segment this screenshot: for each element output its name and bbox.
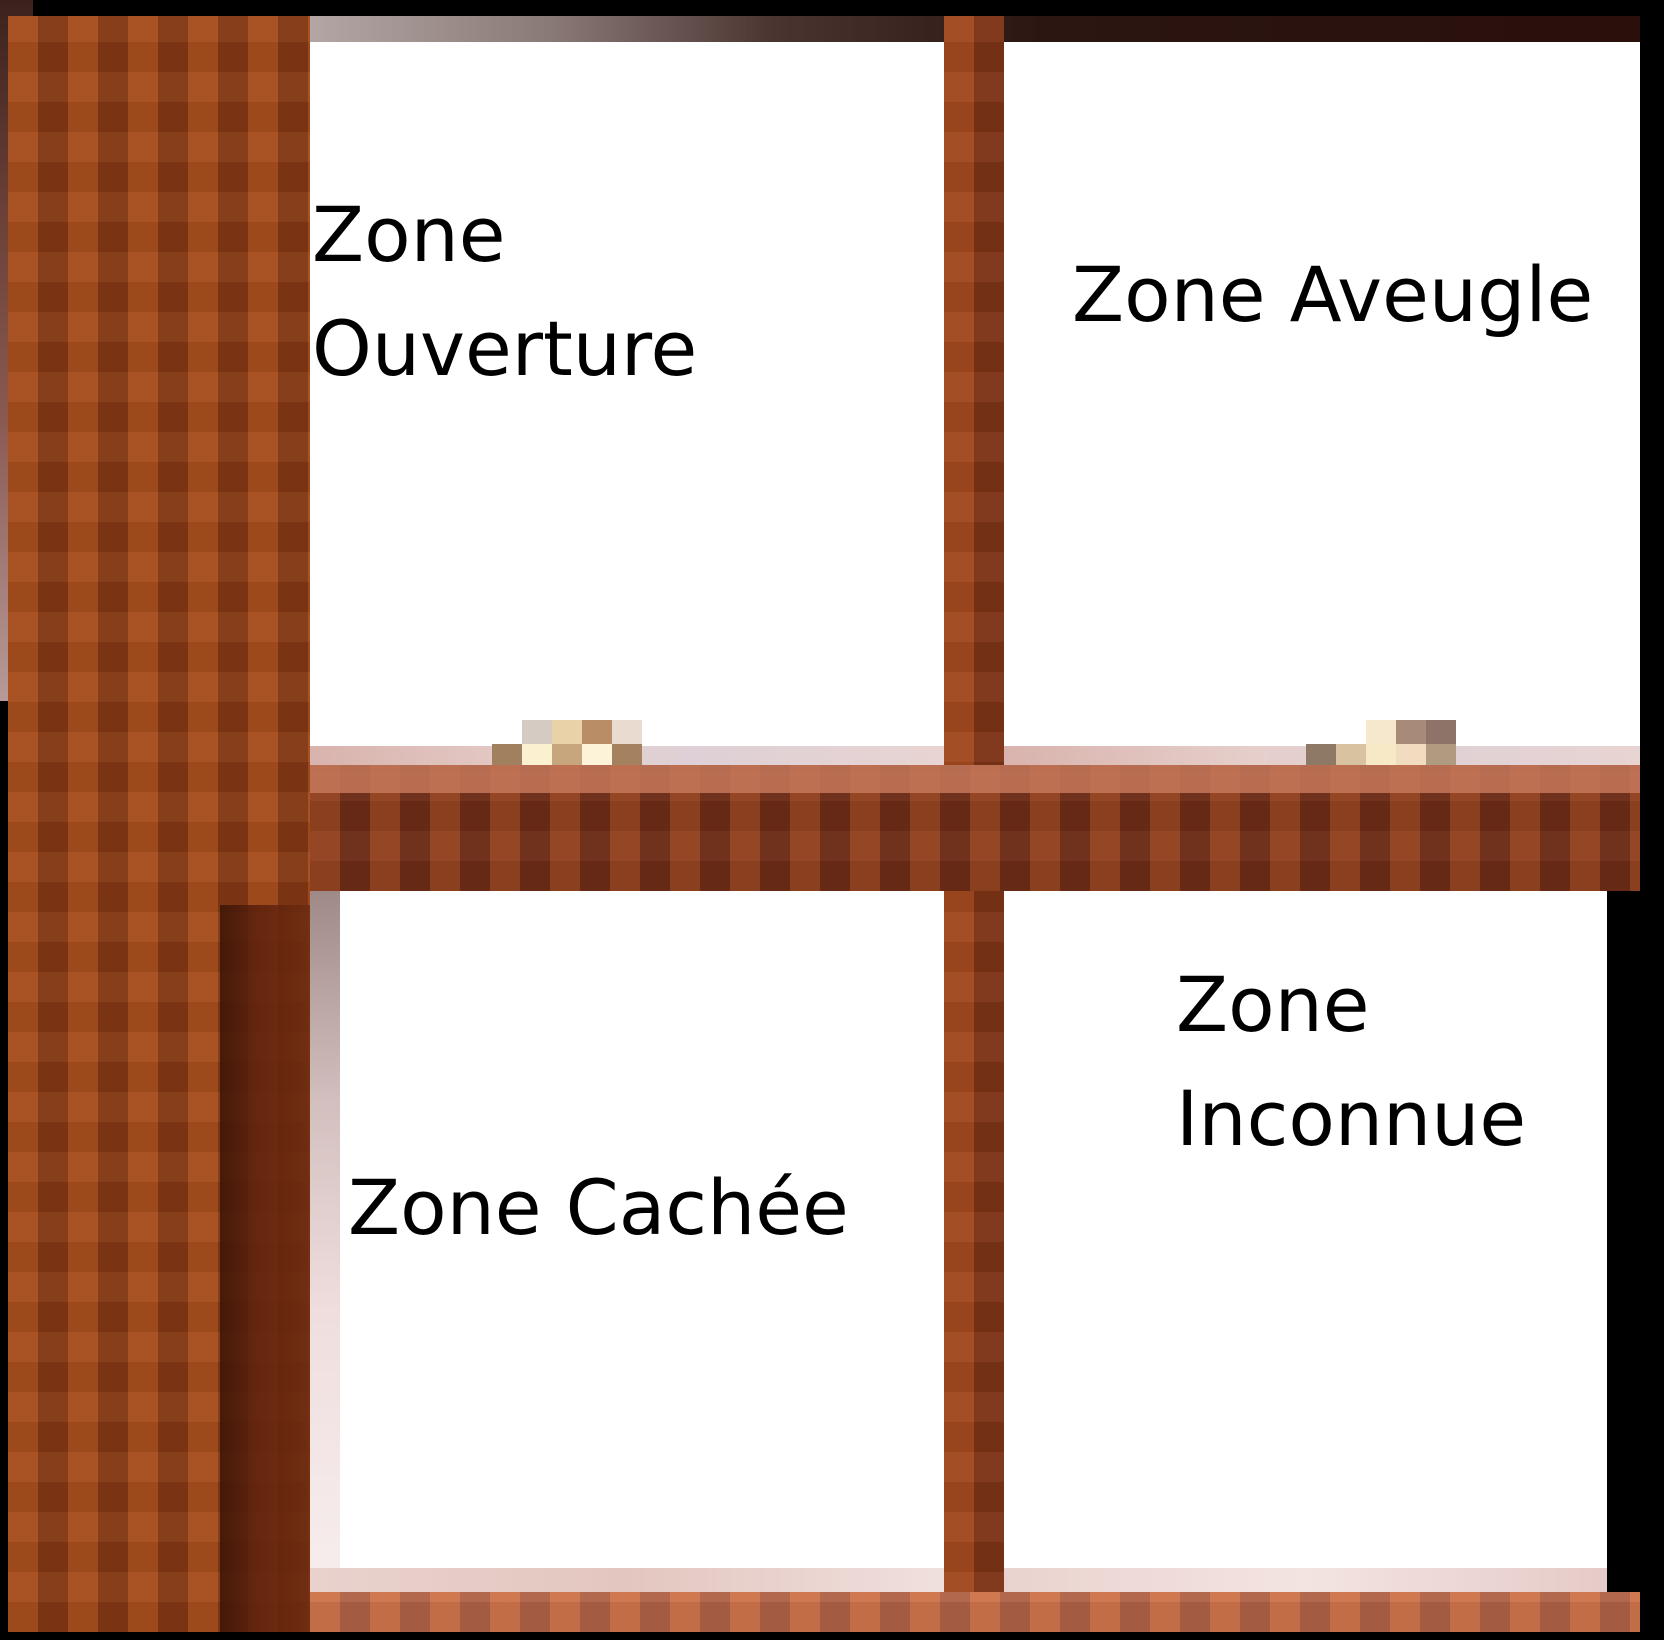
- zone-ouverture-label: Zone Ouverture: [312, 190, 698, 393]
- zone-aveugle-label: Zone Aveugle: [1072, 250, 1594, 339]
- pane-bottom-right: [1004, 891, 1607, 1592]
- window-frame-center-horizontal-edge: [310, 765, 1640, 793]
- sill-bottom-left: [310, 1568, 944, 1592]
- pane-bottom-left-edge: [310, 891, 340, 1592]
- sill-bottom-right: [1004, 1568, 1607, 1592]
- zone-inconnue-label: Zone Inconnue: [1176, 960, 1527, 1163]
- window-frame-bottom: [310, 1592, 1640, 1632]
- pane-top-left: [310, 42, 944, 746]
- window-frame-left-shadow: [220, 905, 310, 1632]
- zone-cachee-label: Zone Cachée: [348, 1163, 849, 1252]
- pane-bottom-left: [310, 891, 944, 1592]
- window-frame-left: [8, 16, 310, 1632]
- pane-top-right: [1004, 42, 1640, 746]
